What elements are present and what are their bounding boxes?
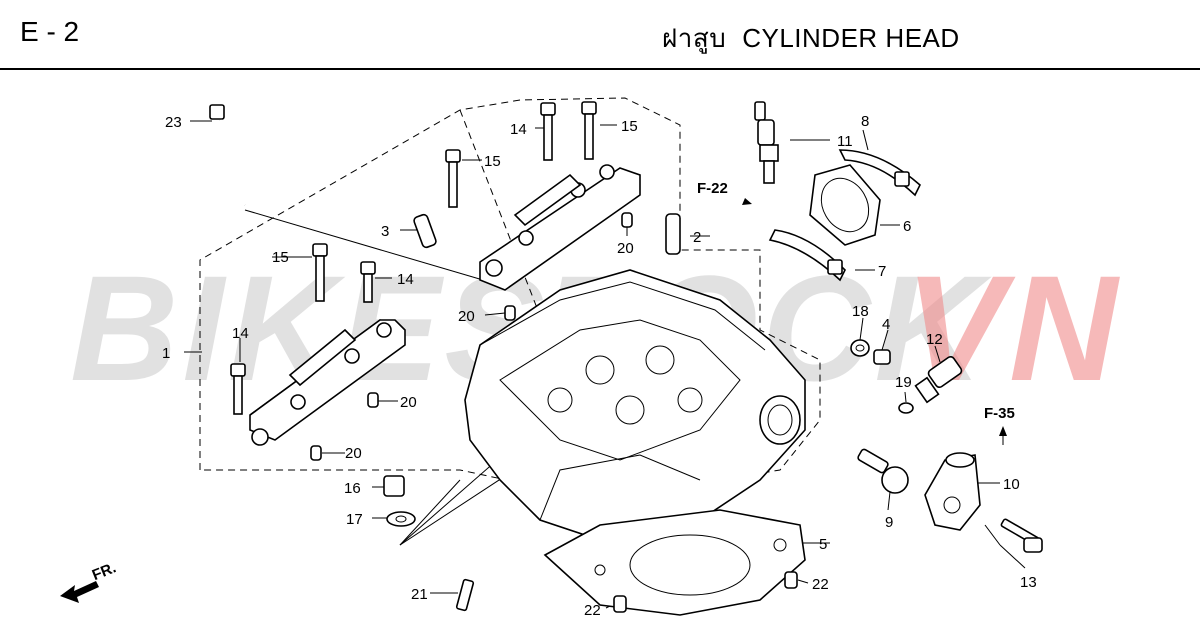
section-code: E - 2: [20, 16, 80, 47]
callout-2: 2: [693, 229, 701, 246]
callout-20c: 20: [458, 308, 475, 325]
plug-4: [873, 349, 891, 365]
cam-holder-left: [249, 319, 406, 446]
bolt-15-mid: [445, 149, 461, 208]
washer-18: [850, 339, 870, 357]
stud-21: [455, 578, 475, 612]
arrow-icon: [742, 198, 752, 205]
callout-11: 11: [837, 133, 853, 150]
callout-8: 8: [861, 113, 869, 130]
page-header: E - 2 ฝาสูบ CYLINDER HEAD: [0, 0, 1200, 70]
callout-16: 16: [344, 480, 361, 497]
bolt-9: [857, 448, 909, 494]
callout-1: 1: [162, 345, 170, 362]
callout-7: 7: [878, 263, 886, 280]
valve-guide-2: [665, 213, 681, 255]
callout-labels: 23 1 3 2 11 8 6 7 18 4 12 19 9 10 13 5 2…: [162, 113, 1037, 619]
title-thai: ฝาสูบ: [662, 23, 727, 53]
washer-17: [386, 511, 416, 527]
dowel-pins-20: [310, 212, 633, 461]
title-english: CYLINDER HEAD: [742, 23, 960, 53]
callout-20b: 20: [400, 394, 417, 411]
band-clamp-8: [838, 149, 921, 197]
insulator-6: [809, 164, 881, 246]
ref-label-f22: F-22: [697, 180, 728, 197]
callout-18: 18: [852, 303, 869, 320]
front-direction-indicator: FR.: [60, 559, 119, 603]
callout-4: 4: [882, 316, 890, 333]
bolt-14-upper: [540, 102, 556, 161]
ref-label-f35: F-35: [984, 405, 1015, 422]
callout-14b: 14: [397, 271, 414, 288]
valve-guide-3: [413, 213, 437, 249]
spark-plug-11: [754, 101, 779, 184]
callout-6: 6: [903, 218, 911, 235]
band-clamp-7: [768, 229, 846, 282]
callout-15a: 15: [621, 118, 638, 135]
callout-17: 17: [346, 511, 363, 528]
callout-22a: 22: [812, 576, 829, 593]
water-outlet-10: [924, 452, 981, 531]
bolt-13: [1000, 518, 1043, 553]
cylinder-head-body: [464, 269, 806, 541]
stud-bolt-23: [209, 104, 247, 206]
callout-14a: 14: [510, 121, 527, 138]
callout-12: 12: [926, 331, 943, 348]
washer-19: [898, 402, 914, 414]
callout-20d: 20: [617, 240, 634, 257]
callout-19: 19: [895, 374, 912, 391]
cam-holder-right: [479, 164, 641, 291]
temp-sensor-12: [914, 355, 963, 404]
page-title: ฝาสูบ CYLINDER HEAD: [662, 18, 960, 59]
callout-10: 10: [1003, 476, 1020, 493]
callout-3: 3: [381, 223, 389, 240]
bolt-14-lower: [230, 363, 246, 415]
callout-23: 23: [165, 114, 182, 131]
callout-14c: 14: [232, 325, 249, 342]
bolt-14-left: [360, 261, 376, 303]
callout-22b: 22: [584, 602, 601, 619]
cap-nut-16: [383, 475, 405, 497]
bolt-15-left: [312, 243, 328, 302]
arrow-icon: [999, 426, 1007, 436]
front-label: FR.: [90, 559, 119, 584]
f35-ref: F-35: [984, 405, 1015, 445]
callout-15c: 15: [272, 249, 289, 266]
callout-5: 5: [819, 536, 827, 553]
callout-21: 21: [411, 586, 428, 603]
callout-15b: 15: [484, 153, 501, 170]
dowel-pins-22: [613, 571, 798, 613]
front-arrow-icon: [60, 581, 99, 603]
f22-ref: F-22: [697, 180, 752, 205]
callout-9: 9: [885, 514, 893, 531]
callout-20a: 20: [345, 445, 362, 462]
callout-13: 13: [1020, 574, 1037, 591]
bolt-15-upper: [581, 101, 597, 160]
flange-bolts: [230, 101, 597, 415]
